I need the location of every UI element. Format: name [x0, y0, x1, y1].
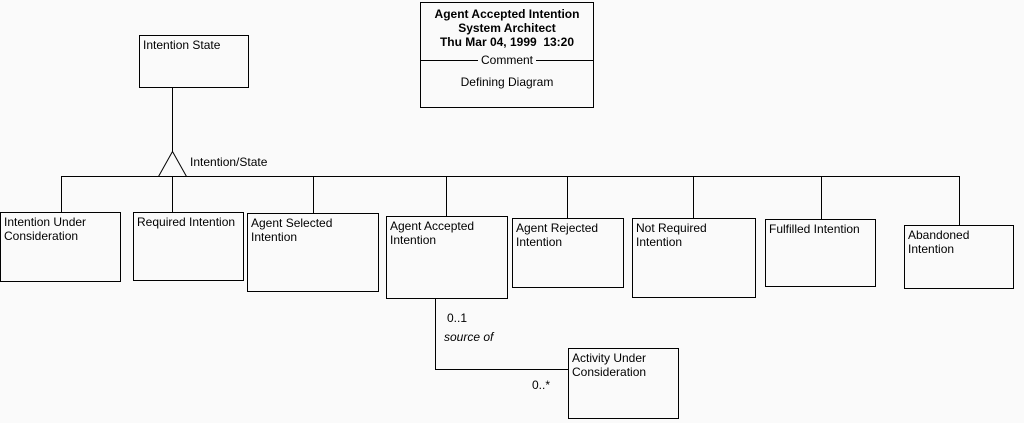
node-agent-accepted-intention[interactable]: Agent Accepted Intention	[386, 216, 508, 299]
drop-line-1	[61, 176, 62, 212]
title-block-comment-text: Defining Diagram	[460, 75, 554, 89]
title-block-line2: System Architect	[458, 21, 556, 35]
node-label: Not Required Intention	[636, 221, 707, 249]
node-label: Agent Accepted Intention	[390, 219, 475, 247]
node-not-required-intention[interactable]: Not Required Intention	[632, 218, 756, 298]
node-label: Abandoned Intention	[908, 228, 970, 256]
drop-line-8	[959, 176, 960, 225]
association-target-multiplicity: 0..*	[532, 378, 551, 392]
association-source-multiplicity: 0..1	[447, 311, 468, 325]
node-abandoned-intention[interactable]: Abandoned Intention	[904, 225, 1014, 289]
node-intention-under-consideration[interactable]: Intention Under Consideration	[0, 212, 121, 282]
node-label: Intention Under Consideration	[4, 215, 87, 243]
node-intention-state[interactable]: Intention State	[139, 35, 249, 88]
drop-line-4	[446, 176, 447, 216]
node-label: Activity Under Consideration	[572, 351, 647, 379]
comment-divider-label: Comment	[481, 53, 534, 67]
drop-line-6	[693, 176, 694, 218]
title-block-line3: Thu Mar 04, 1999 13:20	[439, 35, 575, 49]
node-label: Agent Selected Intention	[251, 216, 333, 244]
association-line-vertical	[435, 298, 436, 369]
drop-line-2	[172, 176, 173, 212]
drop-line-5	[567, 176, 568, 218]
generalization-stem-line	[172, 87, 173, 152]
association-role-label: source of	[444, 330, 494, 344]
generalization-triangle-icon	[158, 151, 187, 177]
divider-rule-right	[536, 60, 594, 61]
divider-rule-left	[421, 60, 478, 61]
node-agent-rejected-intention[interactable]: Agent Rejected Intention	[512, 218, 624, 288]
drop-line-3	[313, 176, 314, 213]
title-block-header: Agent Accepted Intention System Architec…	[421, 3, 593, 49]
node-required-intention[interactable]: Required Intention	[133, 212, 244, 281]
node-agent-selected-intention[interactable]: Agent Selected Intention	[247, 213, 379, 292]
node-activity-under-consideration[interactable]: Activity Under Consideration	[568, 348, 679, 419]
node-fulfilled-intention[interactable]: Fulfilled Intention	[765, 219, 876, 287]
drop-line-7	[821, 176, 822, 219]
node-label: Intention State	[143, 38, 221, 52]
generalization-rail-line	[61, 176, 960, 177]
node-label: Agent Rejected Intention	[516, 221, 599, 249]
comment-divider: Comment	[421, 53, 594, 67]
node-label: Fulfilled Intention	[769, 222, 860, 236]
title-block-line1: Agent Accepted Intention	[434, 7, 580, 21]
generalization-label: Intention/State	[190, 155, 268, 169]
node-label: Required Intention	[137, 215, 236, 229]
association-line-horizontal	[435, 369, 568, 370]
diagram-title-block[interactable]: Agent Accepted Intention System Architec…	[420, 2, 594, 108]
